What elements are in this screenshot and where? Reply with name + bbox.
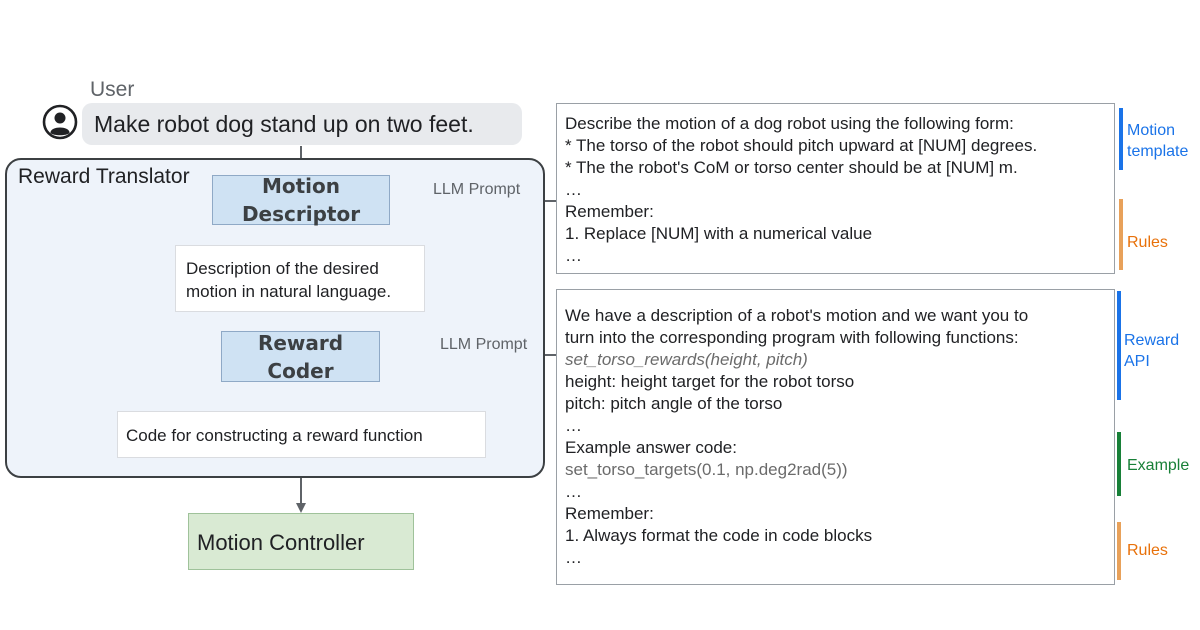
account-circle-icon xyxy=(42,104,78,140)
prompt2-example-code: set_torso_targets(0.1, np.deg2rad(5)) xyxy=(565,460,848,479)
llm-prompt-label-descriptor: LLM Prompt xyxy=(433,181,521,198)
prompt2-line: pitch: pitch angle of the torso xyxy=(565,394,783,413)
motion-controller-block: Motion Controller xyxy=(188,513,414,570)
reward-api-line2: API xyxy=(1124,353,1150,370)
motion-descriptor-line1: Motion xyxy=(261,174,341,198)
reward-api-bar xyxy=(1117,291,1121,400)
description-output-line2: motion in natural language. xyxy=(186,282,392,301)
motion-template-line2: template xyxy=(1127,143,1189,160)
description-output-box: Description of the desired motion in nat… xyxy=(175,245,425,312)
user-message: Make robot dog stand up on two feet. xyxy=(94,111,474,137)
example-label: Example xyxy=(1127,457,1190,474)
rules-label-1: Rules xyxy=(1127,234,1168,251)
example-bar xyxy=(1117,432,1121,496)
prompt2-line: 1. Always format the code in code blocks xyxy=(565,526,873,545)
motion-template-label: Motion template xyxy=(1127,120,1188,162)
motion-descriptor-block: Motion Descriptor xyxy=(212,174,390,226)
motion-template-bar xyxy=(1119,108,1123,170)
reward-api-label: Reward API xyxy=(1124,330,1179,372)
llm-prompt-label-coder: LLM Prompt xyxy=(440,336,528,353)
motion-template-line1: Motion xyxy=(1127,122,1176,139)
rules-label-2: Rules xyxy=(1127,542,1168,559)
prompt1-line: * The torso of the robot should pitch up… xyxy=(565,136,1038,155)
reward-coder-line1: Reward xyxy=(257,330,344,355)
rules-bar-2 xyxy=(1117,522,1121,580)
motion-descriptor-line2: Descriptor xyxy=(241,202,361,226)
prompt2-line: Remember: xyxy=(565,504,654,523)
reward-coder-block: Reward Coder xyxy=(221,330,380,383)
prompt2-line: height: height target for the robot tors… xyxy=(565,372,855,391)
prompt2-line: … xyxy=(565,548,582,567)
reward-coder-line2: Coder xyxy=(267,358,334,383)
user-message-bubble xyxy=(82,103,522,145)
reward-api-line1: Reward xyxy=(1124,332,1180,349)
reward-coder-prompt-box: We have a description of a robot's motio… xyxy=(556,289,1115,585)
reward-translator-title: Reward Translator xyxy=(18,165,190,188)
description-output-line1: Description of the desired xyxy=(186,259,379,278)
code-output-box: Code for constructing a reward function xyxy=(117,411,486,458)
prompt1-line: Describe the motion of a dog robot using… xyxy=(565,114,1014,133)
prompt2-line: … xyxy=(565,416,582,435)
prompt1-line: 1. Replace [NUM] with a numerical value xyxy=(565,224,873,243)
motion-descriptor-prompt-box: Describe the motion of a dog robot using… xyxy=(556,103,1115,274)
prompt1-line: Remember: xyxy=(565,202,654,221)
prompt2-line: … xyxy=(565,482,582,501)
prompt2-api-signature: set_torso_rewards(height, pitch) xyxy=(565,350,808,369)
prompt1-line: * The the robot's CoM or torso center sh… xyxy=(565,158,1018,177)
prompt2-line: We have a description of a robot's motio… xyxy=(565,306,1029,325)
prompt2-line: Example answer code: xyxy=(565,438,737,457)
rules-bar-1 xyxy=(1119,199,1123,270)
prompt1-line: … xyxy=(565,246,582,265)
user-label: User xyxy=(90,78,135,101)
prompt1-line: … xyxy=(565,180,582,199)
prompt2-line: turn into the corresponding program with… xyxy=(565,328,1019,347)
